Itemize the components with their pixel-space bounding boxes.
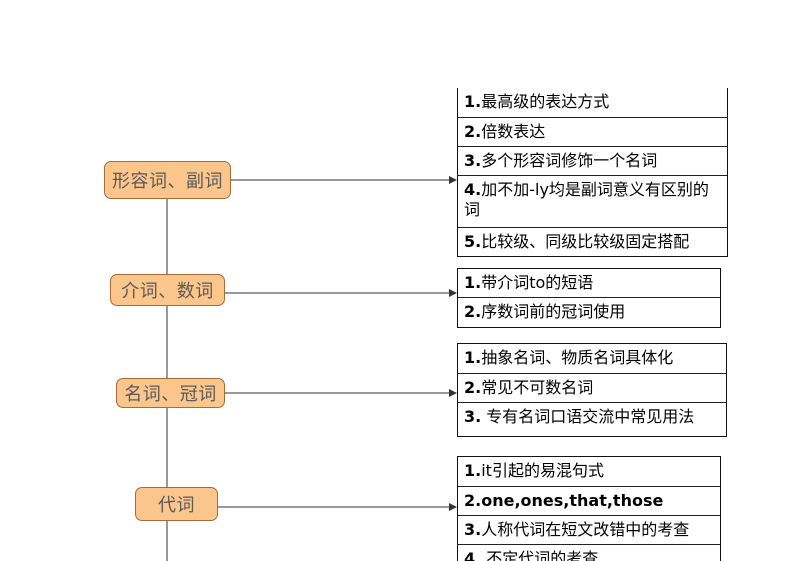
detail-box-noun-article: 1.抽象名词、物质名词具体化 2.常见不可数名词 3. 专有名词口语交流中常见用… [457,343,727,437]
detail-box-pronoun: 1.it引起的易混句式 2.one,ones,that,those 3.人称代词… [457,456,721,561]
category-node-noun-article: 名词、冠词 [116,378,225,408]
category-node-adjective-adverb: 形容词、副词 [104,161,231,199]
detail-item: 1.it引起的易混句式 [458,457,720,487]
detail-item: 2.one,ones,that,those [458,487,720,516]
detail-item: 1.最高级的表达方式 [458,88,727,118]
category-node-pronoun: 代词 [135,487,218,521]
detail-item: 3.人称代词在短文改错中的考查 [458,516,720,545]
detail-item: 2.序数词前的冠词使用 [464,302,626,321]
detail-item: 4.加不加-ly均是副词意义有区别的词 [458,176,727,228]
detail-item: 2.倍数表达 [458,118,727,147]
detail-item: 2.常见不可数名词 [458,374,726,403]
detail-item: 1.抽象名词、物质名词具体化 [458,344,726,374]
category-node-preposition-numeral: 介词、数词 [110,274,225,306]
detail-item: 3.多个形容词修饰一个名词 [458,147,727,176]
detail-box-adjective-adverb: 1.最高级的表达方式 2.倍数表达 3.多个形容词修饰一个名词 4.加不加-ly… [457,88,728,257]
detail-item: 3. 专有名词口语交流中常见用法 [464,407,695,426]
detail-item: 5.比较级、同级比较级固定搭配 [464,232,690,251]
detail-item: 1.带介词to的短语 [458,269,720,298]
detail-box-preposition-numeral: 1.带介词to的短语 2.序数词前的冠词使用 [457,268,721,328]
detail-item: 4. 不定代词的考查 [464,549,599,561]
